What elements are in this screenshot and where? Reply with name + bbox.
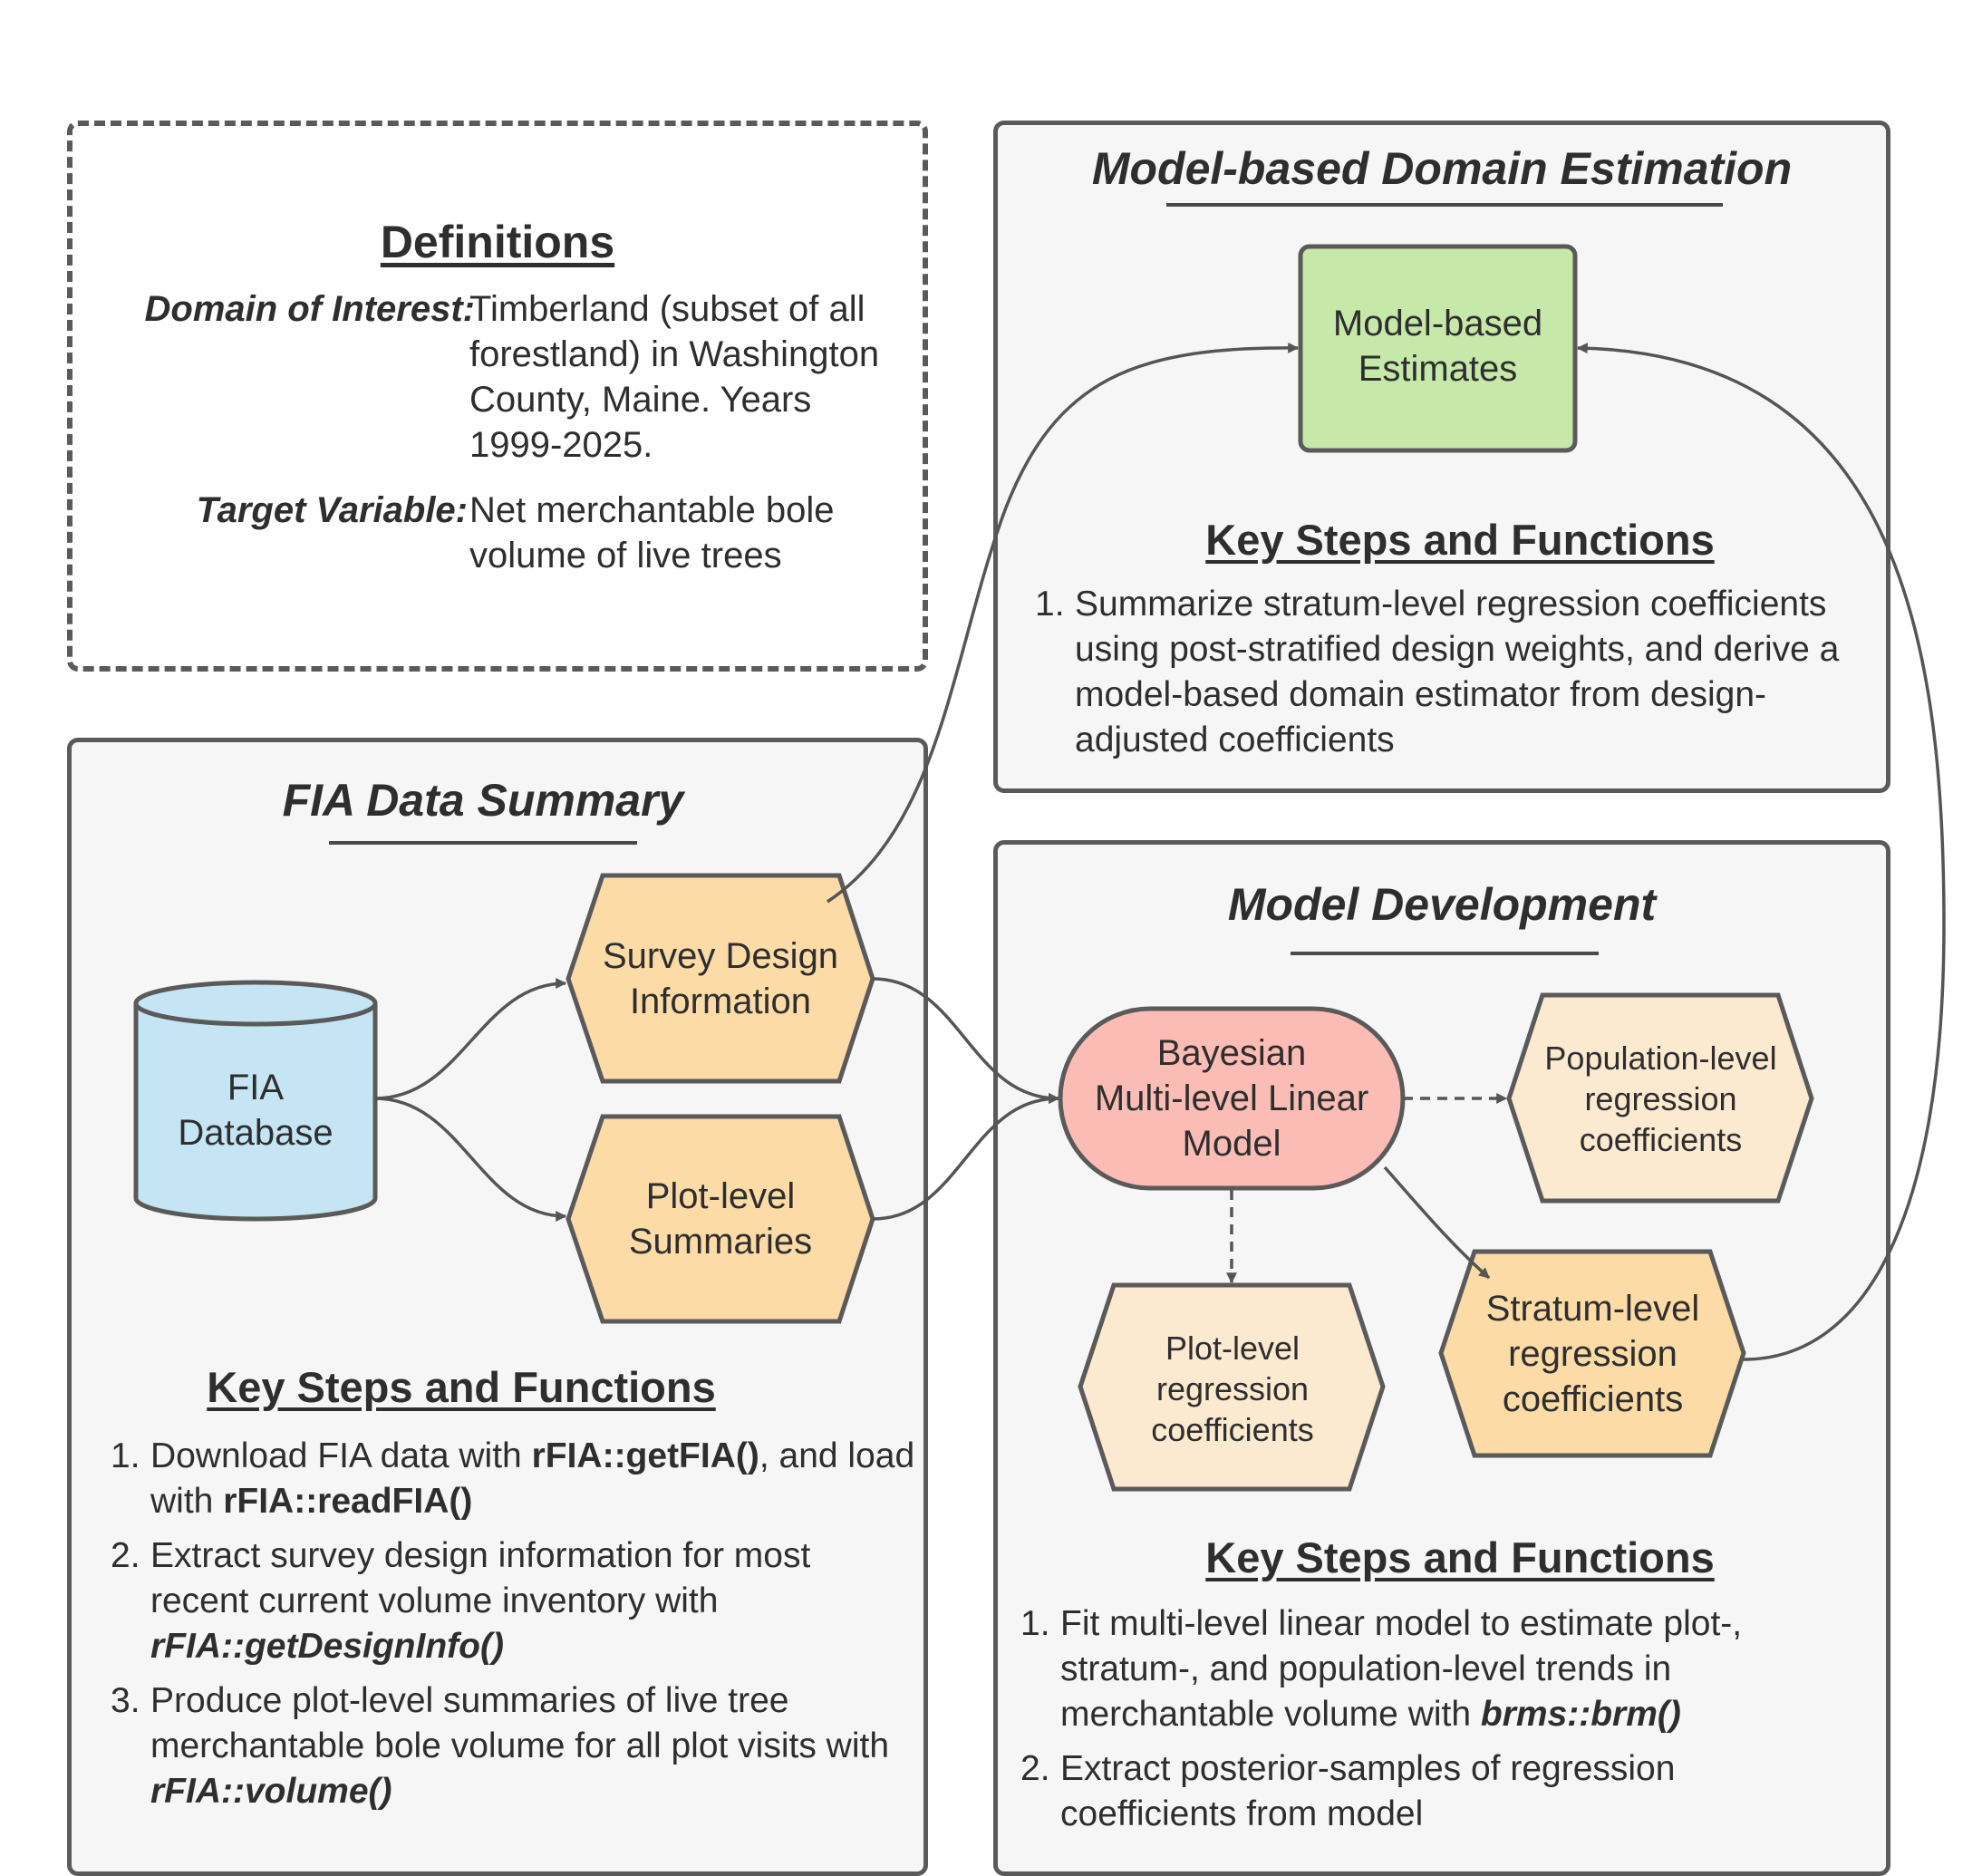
estimation-steps-title: Key Steps and Functions: [1205, 516, 1715, 564]
connector-plot-summaries-to-bayesian: [872, 1093, 1060, 1221]
step-text: Produce plot-level summaries of live tre…: [150, 1678, 915, 1814]
connector-stratum-to-estimates: [1576, 343, 1946, 1361]
step-text-part: , and load with: [150, 1436, 915, 1521]
fia-database-label: FIA Database: [178, 1068, 334, 1153]
step-item: 3. Produce plot-level summaries of live t…: [111, 1678, 915, 1814]
fia-steps-title: Key Steps and Functions: [207, 1363, 716, 1411]
model-steps-title: Key Steps and Functions: [1205, 1533, 1715, 1581]
connector-database-to-plot-summaries: [374, 1097, 567, 1222]
step-text-part: Extract survey design information for mo…: [150, 1536, 811, 1620]
fia-panel-title: FIA Data Summary: [282, 775, 684, 826]
step-text: Extract survey design information for mo…: [150, 1533, 915, 1669]
definitions-title: Definitions: [380, 217, 615, 267]
step-item: 2. Extract posterior-samples of regressio…: [1020, 1746, 1836, 1837]
step-text-part: Extract posterior-samples of regression …: [1060, 1749, 1676, 1833]
estimation-steps-list: 1. Summarize stratum-level regression coe…: [1035, 582, 1842, 772]
step-text-part: Produce plot-level summaries of live tre…: [150, 1681, 890, 1765]
model-estimates-label: Model-based Estimates: [1332, 304, 1543, 389]
step-text: Download FIA data with rFIA::getFIA(), a…: [150, 1434, 915, 1524]
plot-coef-hexagon: [1078, 1282, 1386, 1492]
model-steps-list: 1. Fit multi-level linear model to estima…: [1020, 1601, 1836, 1846]
connector-survey-to-bayesian: [872, 977, 1060, 1104]
model-based-domain-estimation-panel: Model-based Domain Estimation Key Steps …: [993, 121, 1890, 793]
step-item: 2. Extract survey design information for …: [111, 1533, 915, 1669]
step-text-part: Summarize stratum-level regression coeff…: [1075, 585, 1840, 759]
estimation-title-underline: [1166, 203, 1723, 207]
function-name: brms::brm(): [1480, 1695, 1681, 1734]
survey-design-label: Survey Design Information: [602, 936, 839, 1021]
step-item: 1. Download FIA data with rFIA::getFIA(),…: [111, 1434, 915, 1524]
model-panel-title: Model Development: [1227, 879, 1657, 930]
connector-bayesian-to-stratum: [1383, 1165, 1491, 1280]
step-number: 2.: [111, 1536, 140, 1575]
estimation-panel-title: Model-based Domain Estimation: [1091, 143, 1793, 194]
target-variable-label: Target Variable:: [196, 490, 468, 530]
step-item: 1. Summarize stratum-level regression coe…: [1035, 582, 1842, 763]
step-text: Summarize stratum-level regression coeff…: [1075, 582, 1842, 763]
connector-survey-to-estimates: [827, 342, 1300, 904]
step-text-part: Fit multi-level linear model to estimate…: [1060, 1604, 1743, 1734]
bayesian-model-label: Bayesian Multi-level Linear Model: [1094, 1033, 1369, 1164]
fia-steps-list: 1. Download FIA data with rFIA::getFIA(),…: [111, 1434, 915, 1823]
function-name: rFIA::readFIA(): [223, 1482, 473, 1521]
step-number: 1.: [1035, 585, 1065, 624]
model-estimates-box: [1298, 244, 1578, 453]
stratum-coef-label: Stratum-level regression coefficients: [1485, 1289, 1700, 1419]
function-name: rFIA::volume(): [150, 1772, 392, 1811]
function-name: rFIA::getFIA(): [531, 1436, 759, 1475]
definitions-panel: Definitions Domain of Interest: Timberla…: [67, 121, 928, 672]
step-number: 1.: [111, 1436, 140, 1475]
step-item: 1. Fit multi-level linear model to estima…: [1020, 1601, 1836, 1737]
step-number: 1.: [1020, 1604, 1050, 1643]
cylinder-top: [133, 980, 378, 1027]
plot-summaries-label: Plot-level Summaries: [628, 1176, 813, 1262]
stratum-coef-hexagon: [1438, 1249, 1746, 1458]
population-coef-label: Population-level regression coefficients: [1544, 1039, 1777, 1158]
fia-database-cylinder: [133, 980, 378, 1222]
connector-database-to-survey: [374, 978, 567, 1100]
function-name: rFIA::getDesignInfo(): [150, 1627, 504, 1666]
step-text-part: Download FIA data with: [150, 1436, 532, 1475]
model-title-underline: [1291, 952, 1599, 955]
domain-of-interest-value: Timberland (subset of all forestland) in…: [469, 289, 880, 465]
step-number: 2.: [1020, 1749, 1050, 1788]
plot-coef-label: Plot-level regression coefficients: [1151, 1329, 1314, 1448]
population-coef-hexagon: [1506, 992, 1814, 1204]
cylinder-body: [133, 1003, 378, 1222]
target-variable-value: Net merchantable bole volume of live tre…: [469, 490, 835, 575]
step-text: Fit multi-level linear model to estimate…: [1060, 1601, 1836, 1737]
fia-title-underline: [329, 841, 637, 845]
step-text: Extract posterior-samples of regression …: [1060, 1746, 1836, 1837]
domain-of-interest-label: Domain of Interest:: [144, 289, 475, 329]
step-number: 3.: [111, 1681, 140, 1720]
